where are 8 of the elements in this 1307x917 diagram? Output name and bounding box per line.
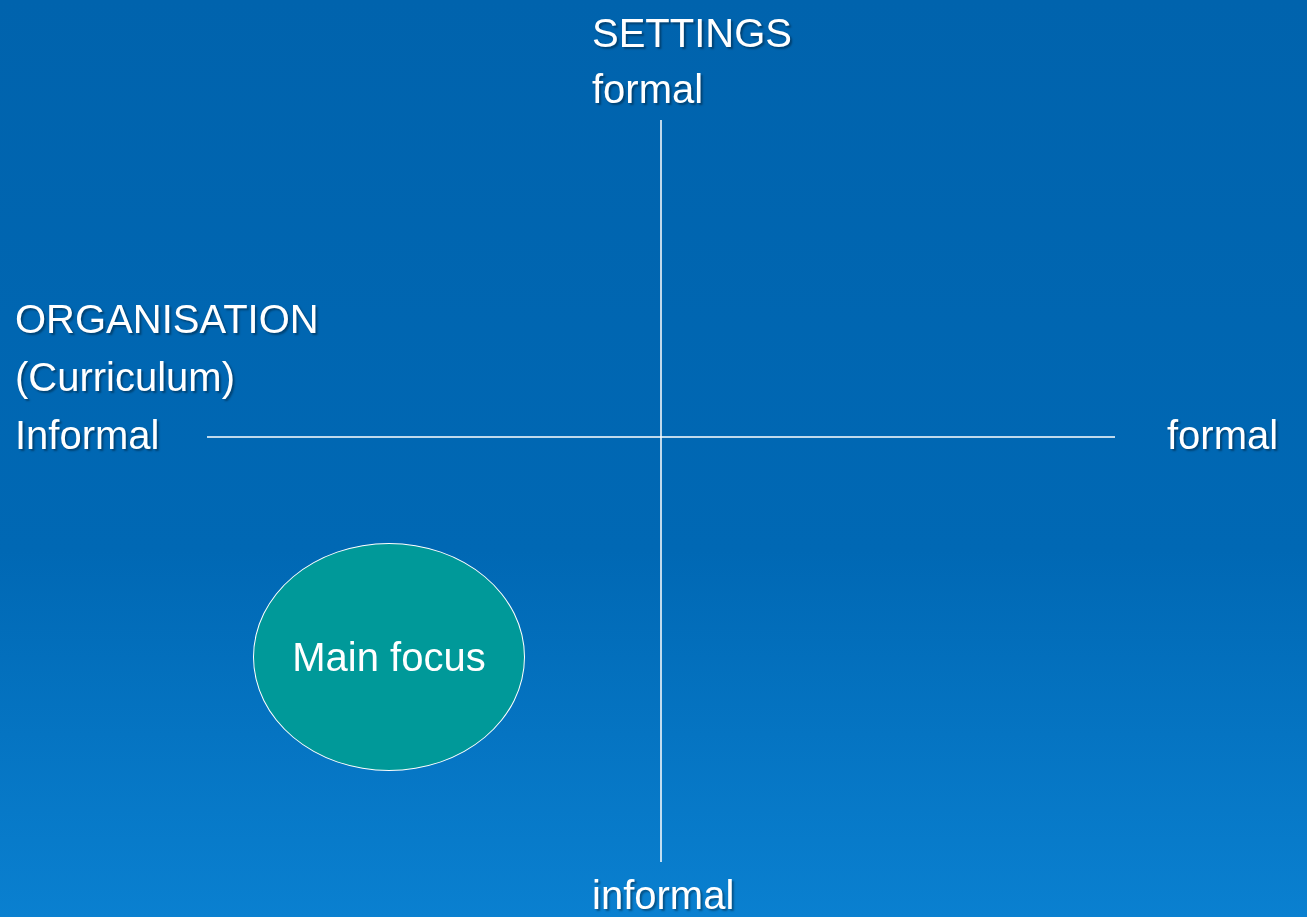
axis-title: SETTINGS (592, 10, 793, 56)
axis-subtitle: (Curriculum) (15, 354, 235, 400)
axis-end-label: Informal (15, 412, 160, 458)
axis-end-label: informal (592, 872, 735, 917)
ellipse-label: Main focus (292, 634, 486, 680)
axis-title: ORGANISATION (15, 296, 319, 342)
axis-end-label: formal (592, 66, 704, 112)
axis-end-label: formal (1167, 412, 1279, 458)
